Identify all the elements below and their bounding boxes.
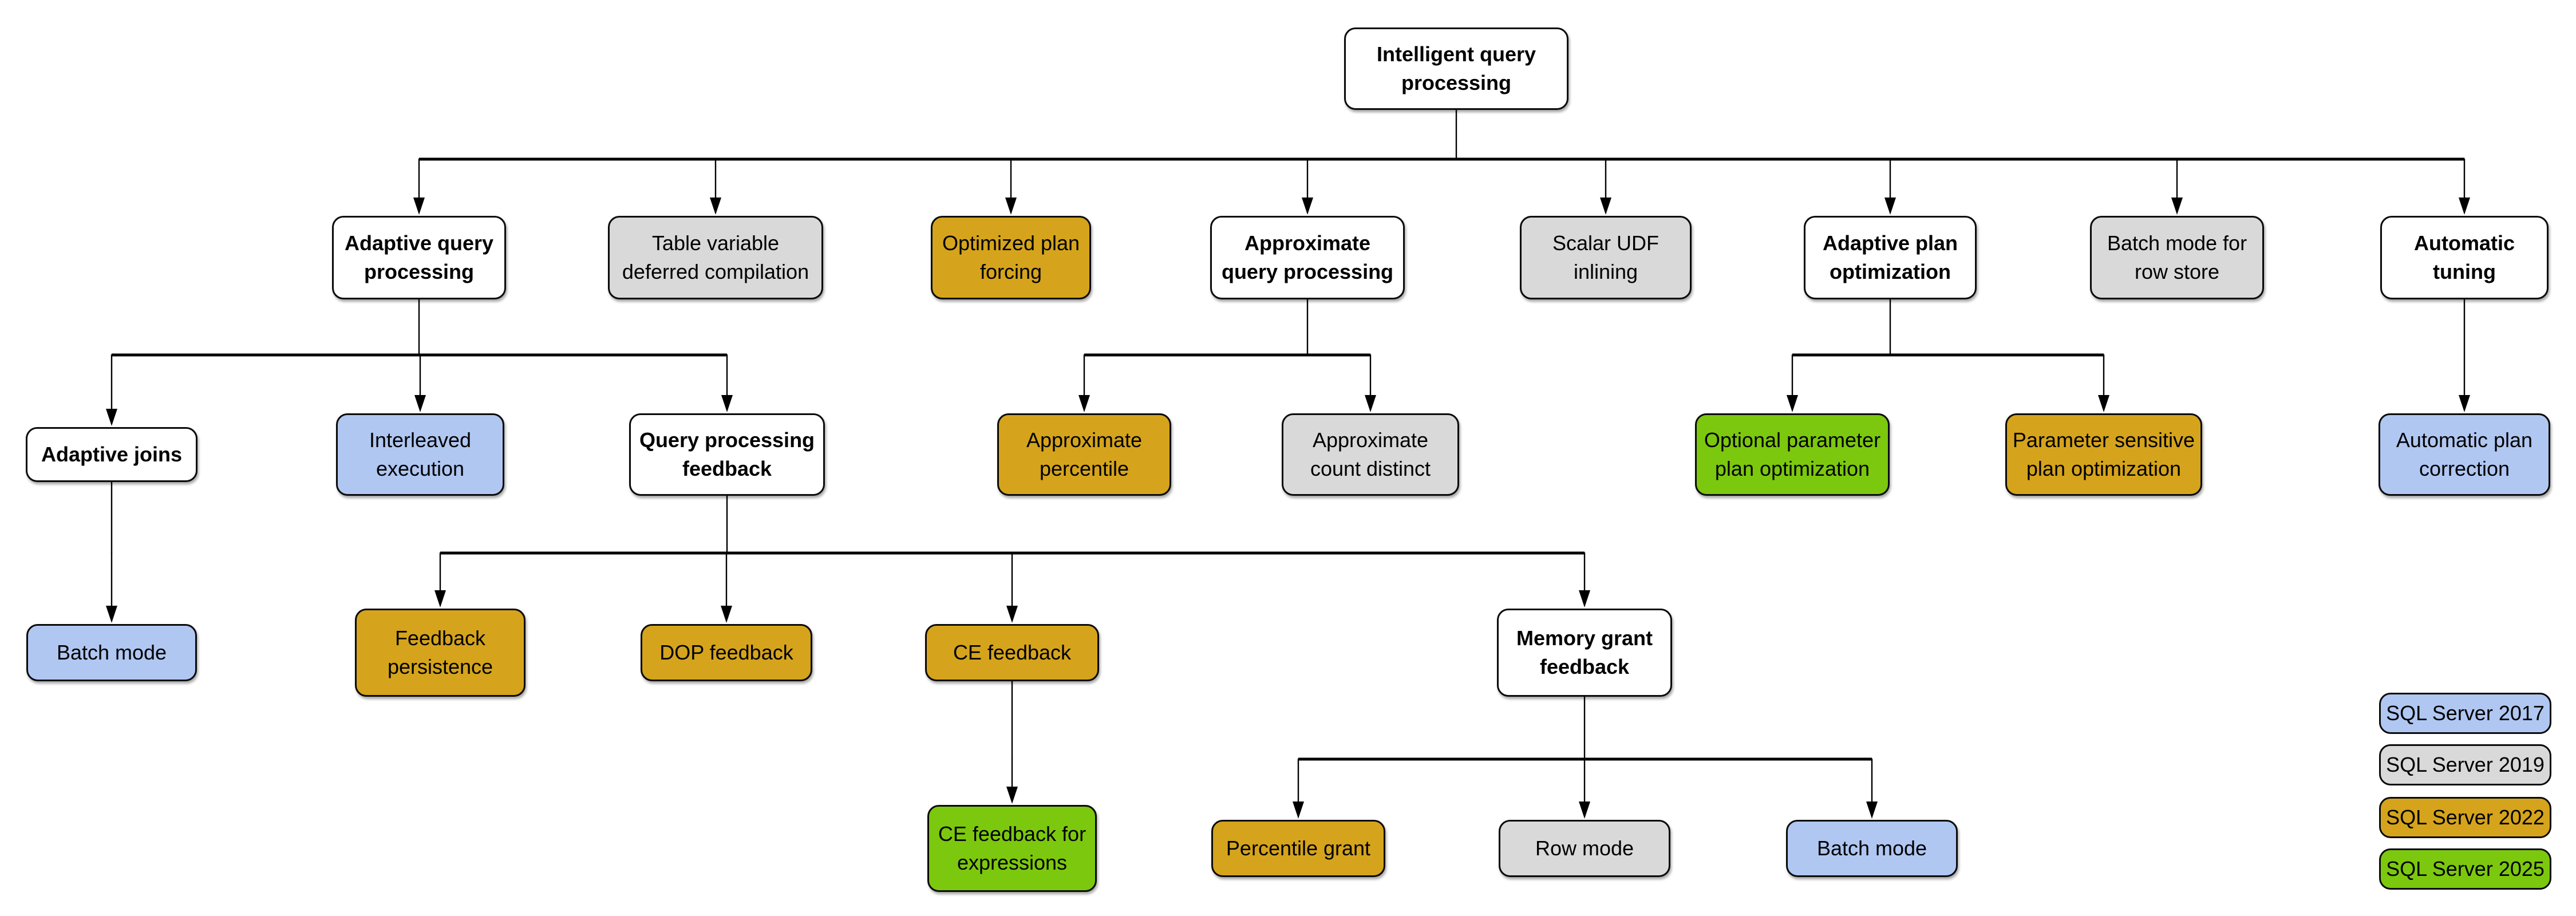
- node-label: Table variable deferred compilation: [622, 231, 809, 283]
- qpf-node: Query processing feedback: [629, 413, 825, 496]
- arrowhead-down-icon: [710, 198, 721, 215]
- legend-item-sql-server-2025: SQL Server 2025: [2379, 848, 2551, 890]
- node-label: Row mode: [1535, 836, 1634, 860]
- node-label: Adaptive joins: [41, 443, 183, 466]
- arrowhead-down-icon: [413, 198, 425, 215]
- arrowhead-down-icon: [1006, 606, 1018, 623]
- node-label: Parameter sensitive plan optimization: [2012, 428, 2195, 480]
- node-label: Feedback persistence: [387, 626, 493, 678]
- apc-node: Automatic plan correction: [2379, 413, 2550, 496]
- tvdc-node: Table variable deferred compilation: [608, 216, 823, 299]
- arrowhead-down-icon: [1787, 395, 1798, 412]
- bm2-node: Batch mode: [1786, 820, 1958, 877]
- ce-node: CE feedback: [925, 624, 1099, 681]
- legend-label: SQL Server 2019: [2386, 753, 2545, 776]
- node-label: Optimized plan forcing: [942, 231, 1080, 283]
- node-label: Automatic plan correction: [2396, 428, 2533, 480]
- node-label: Batch mode for row store: [2107, 231, 2247, 283]
- legend-item-sql-server-2022: SQL Server 2022: [2379, 797, 2551, 838]
- node-label: Approximate query processing: [1221, 231, 1394, 283]
- legend-label: SQL Server 2017: [2386, 701, 2545, 725]
- node-label: Memory grant feedback: [1516, 626, 1653, 678]
- arrowhead-down-icon: [1579, 590, 1590, 607]
- bm1-node: Batch mode: [26, 624, 197, 681]
- opf-node: Optimized plan forcing: [931, 216, 1091, 299]
- node-label: CE feedback: [953, 641, 1072, 664]
- arrowhead-down-icon: [1884, 198, 1896, 215]
- arrowhead-down-icon: [106, 606, 117, 623]
- arrowhead-down-icon: [2459, 198, 2470, 215]
- arrowhead-down-icon: [1302, 198, 1313, 215]
- arrowhead-down-icon: [721, 395, 733, 412]
- mgf-node: Memory grant feedback: [1497, 609, 1672, 697]
- ap-node: Approximate percentile: [997, 413, 1171, 496]
- apo-node: Adaptive plan optimization: [1804, 216, 1977, 299]
- ie-node: Interleaved execution: [336, 413, 504, 496]
- arrowhead-down-icon: [2171, 198, 2183, 215]
- arrowhead-down-icon: [106, 409, 117, 426]
- node-label: Query processing feedback: [639, 428, 815, 480]
- arrowhead-down-icon: [434, 590, 446, 607]
- node-label: Optional parameter plan optimization: [1704, 428, 1881, 480]
- arrowhead-down-icon: [1293, 802, 1304, 819]
- dop-node: DOP feedback: [641, 624, 812, 681]
- arrowhead-down-icon: [1078, 395, 1090, 412]
- node-label: Approximate count distinct: [1310, 428, 1431, 480]
- legend-item-sql-server-2019: SQL Server 2019: [2379, 744, 2551, 785]
- node-label: Intelligent query processing: [1376, 42, 1536, 94]
- node-label: Percentile grant: [1226, 836, 1371, 860]
- aqp-node: Adaptive query processing: [332, 216, 506, 299]
- arrowhead-down-icon: [721, 606, 732, 623]
- node-label: Scalar UDF inlining: [1552, 231, 1660, 283]
- arrowhead-down-icon: [1005, 198, 1017, 215]
- arrowhead-down-icon: [414, 395, 426, 412]
- node-label: Adaptive query processing: [344, 231, 494, 283]
- legend-label: SQL Server 2025: [2386, 857, 2545, 881]
- root-node: Intelligent query processing: [1344, 27, 1568, 110]
- sui-node: Scalar UDF inlining: [1520, 216, 1692, 299]
- legend-item-sql-server-2017: SQL Server 2017: [2379, 693, 2551, 734]
- arrowhead-down-icon: [2098, 395, 2109, 412]
- pspo-node: Parameter sensitive plan optimization: [2005, 413, 2202, 496]
- pg-node: Percentile grant: [1211, 820, 1385, 877]
- acd-node: Approximate count distinct: [1282, 413, 1459, 496]
- arrowhead-down-icon: [2459, 395, 2470, 412]
- aj-node: Adaptive joins: [26, 427, 197, 482]
- node-label: Adaptive plan optimization: [1822, 231, 1958, 283]
- arrowhead-down-icon: [1365, 395, 1376, 412]
- oppo-node: Optional parameter plan optimization: [1695, 413, 1890, 496]
- arrowhead-down-icon: [1600, 198, 1611, 215]
- rm-node: Row mode: [1499, 820, 1670, 877]
- arrowhead-down-icon: [1866, 802, 1878, 819]
- cefe-node: CE feedback for expressions: [927, 805, 1097, 892]
- legend-label: SQL Server 2022: [2386, 806, 2545, 829]
- node-label: DOP feedback: [659, 641, 793, 664]
- arrowhead-down-icon: [1006, 787, 1018, 804]
- bmrs-node: Batch mode for row store: [2090, 216, 2264, 299]
- fp-node: Feedback persistence: [355, 609, 526, 697]
- node-label: Approximate percentile: [1026, 428, 1143, 480]
- arrowhead-down-icon: [1579, 802, 1590, 819]
- node-label: CE feedback for expressions: [938, 822, 1086, 874]
- apqp-node: Approximate query processing: [1210, 216, 1405, 299]
- node-label: Automatic tuning: [2413, 231, 2515, 283]
- node-label: Batch mode: [1816, 836, 1927, 860]
- at-node: Automatic tuning: [2380, 216, 2549, 299]
- node-label: Interleaved execution: [369, 428, 472, 480]
- node-label: Batch mode: [56, 641, 167, 664]
